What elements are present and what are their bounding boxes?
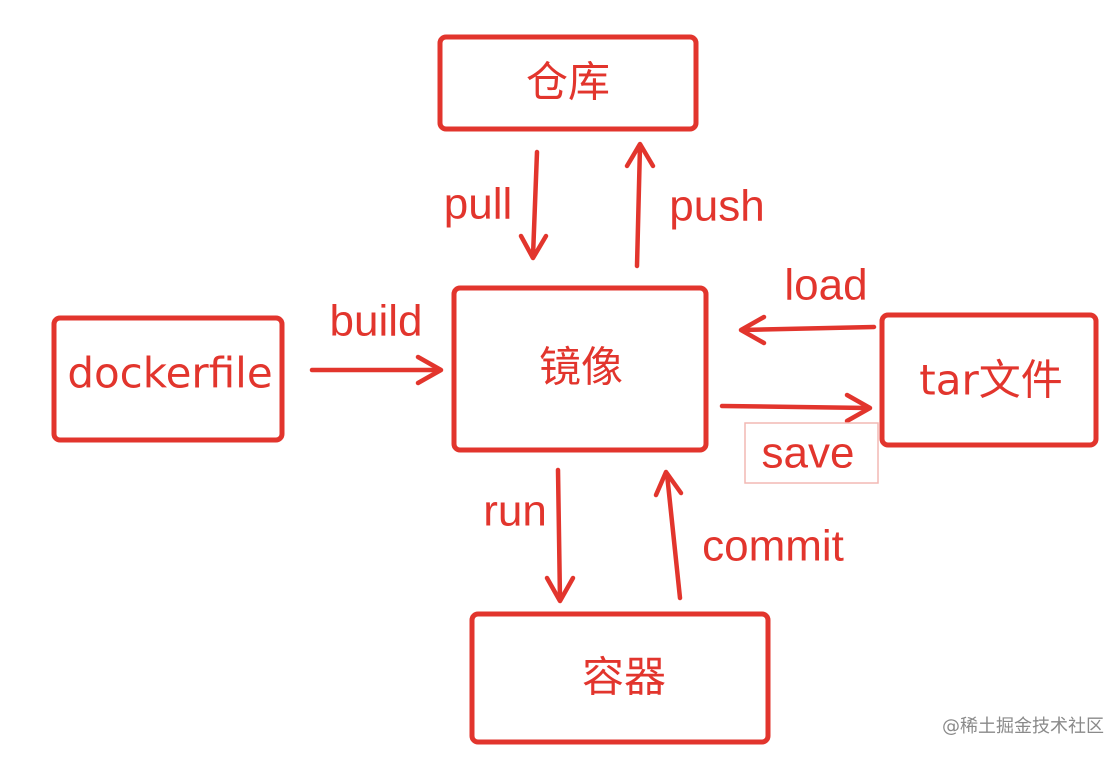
edge-save: save bbox=[719, 392, 879, 484]
node-container-label: 容器 bbox=[582, 653, 666, 702]
edge-pull: pull bbox=[444, 149, 549, 261]
edge-save-line bbox=[719, 403, 871, 411]
node-container-box bbox=[469, 611, 771, 745]
edge-run-line bbox=[555, 467, 563, 603]
edge-save-arrowhead bbox=[844, 392, 873, 424]
node-repository: 仓库 bbox=[437, 34, 699, 132]
edge-save-label-box bbox=[744, 422, 879, 484]
node-dockerfile-box bbox=[51, 315, 285, 443]
edge-push: push bbox=[624, 141, 765, 269]
node-image: 镜像 bbox=[451, 285, 709, 453]
edge-run-label: run bbox=[483, 487, 547, 536]
edge-build: build bbox=[309, 297, 444, 386]
node-repository-box bbox=[437, 34, 699, 132]
edge-build-label: build bbox=[330, 297, 423, 346]
edge-commit: commit bbox=[653, 469, 844, 601]
edge-load-line bbox=[739, 324, 877, 333]
node-image-box bbox=[451, 285, 709, 453]
node-repository-label: 仓库 bbox=[526, 58, 610, 107]
edge-push-line bbox=[634, 143, 643, 269]
edge-run-arrowhead bbox=[544, 575, 576, 604]
edge-load-label: load bbox=[784, 261, 867, 310]
edge-pull-label: pull bbox=[444, 180, 513, 229]
edge-commit-arrowhead bbox=[653, 469, 684, 498]
edge-commit-line bbox=[664, 471, 683, 601]
edge-load-arrowhead bbox=[738, 314, 767, 346]
edge-save-label: save bbox=[762, 429, 855, 478]
edge-commit-label: commit bbox=[702, 522, 844, 571]
node-tar-file-label: tar文件 bbox=[919, 356, 1062, 405]
node-image-label: 镜像 bbox=[539, 343, 623, 392]
edge-load: load bbox=[738, 261, 877, 346]
node-dockerfile: dockerfile bbox=[51, 315, 285, 443]
node-dockerfile-label: dockerfile bbox=[67, 349, 272, 398]
edge-run: run bbox=[483, 467, 576, 604]
edge-build-arrowhead bbox=[415, 354, 444, 386]
node-container: 容器 bbox=[469, 611, 771, 745]
edge-pull-line bbox=[530, 149, 540, 259]
edge-pull-arrowhead bbox=[518, 233, 549, 261]
edge-push-arrowhead bbox=[624, 141, 656, 169]
edge-push-label: push bbox=[669, 182, 764, 231]
node-tar-file-box bbox=[879, 312, 1099, 448]
node-tar-file: tar文件 bbox=[879, 312, 1099, 448]
watermark-text: @稀土掘金技术社区 bbox=[942, 716, 1104, 737]
